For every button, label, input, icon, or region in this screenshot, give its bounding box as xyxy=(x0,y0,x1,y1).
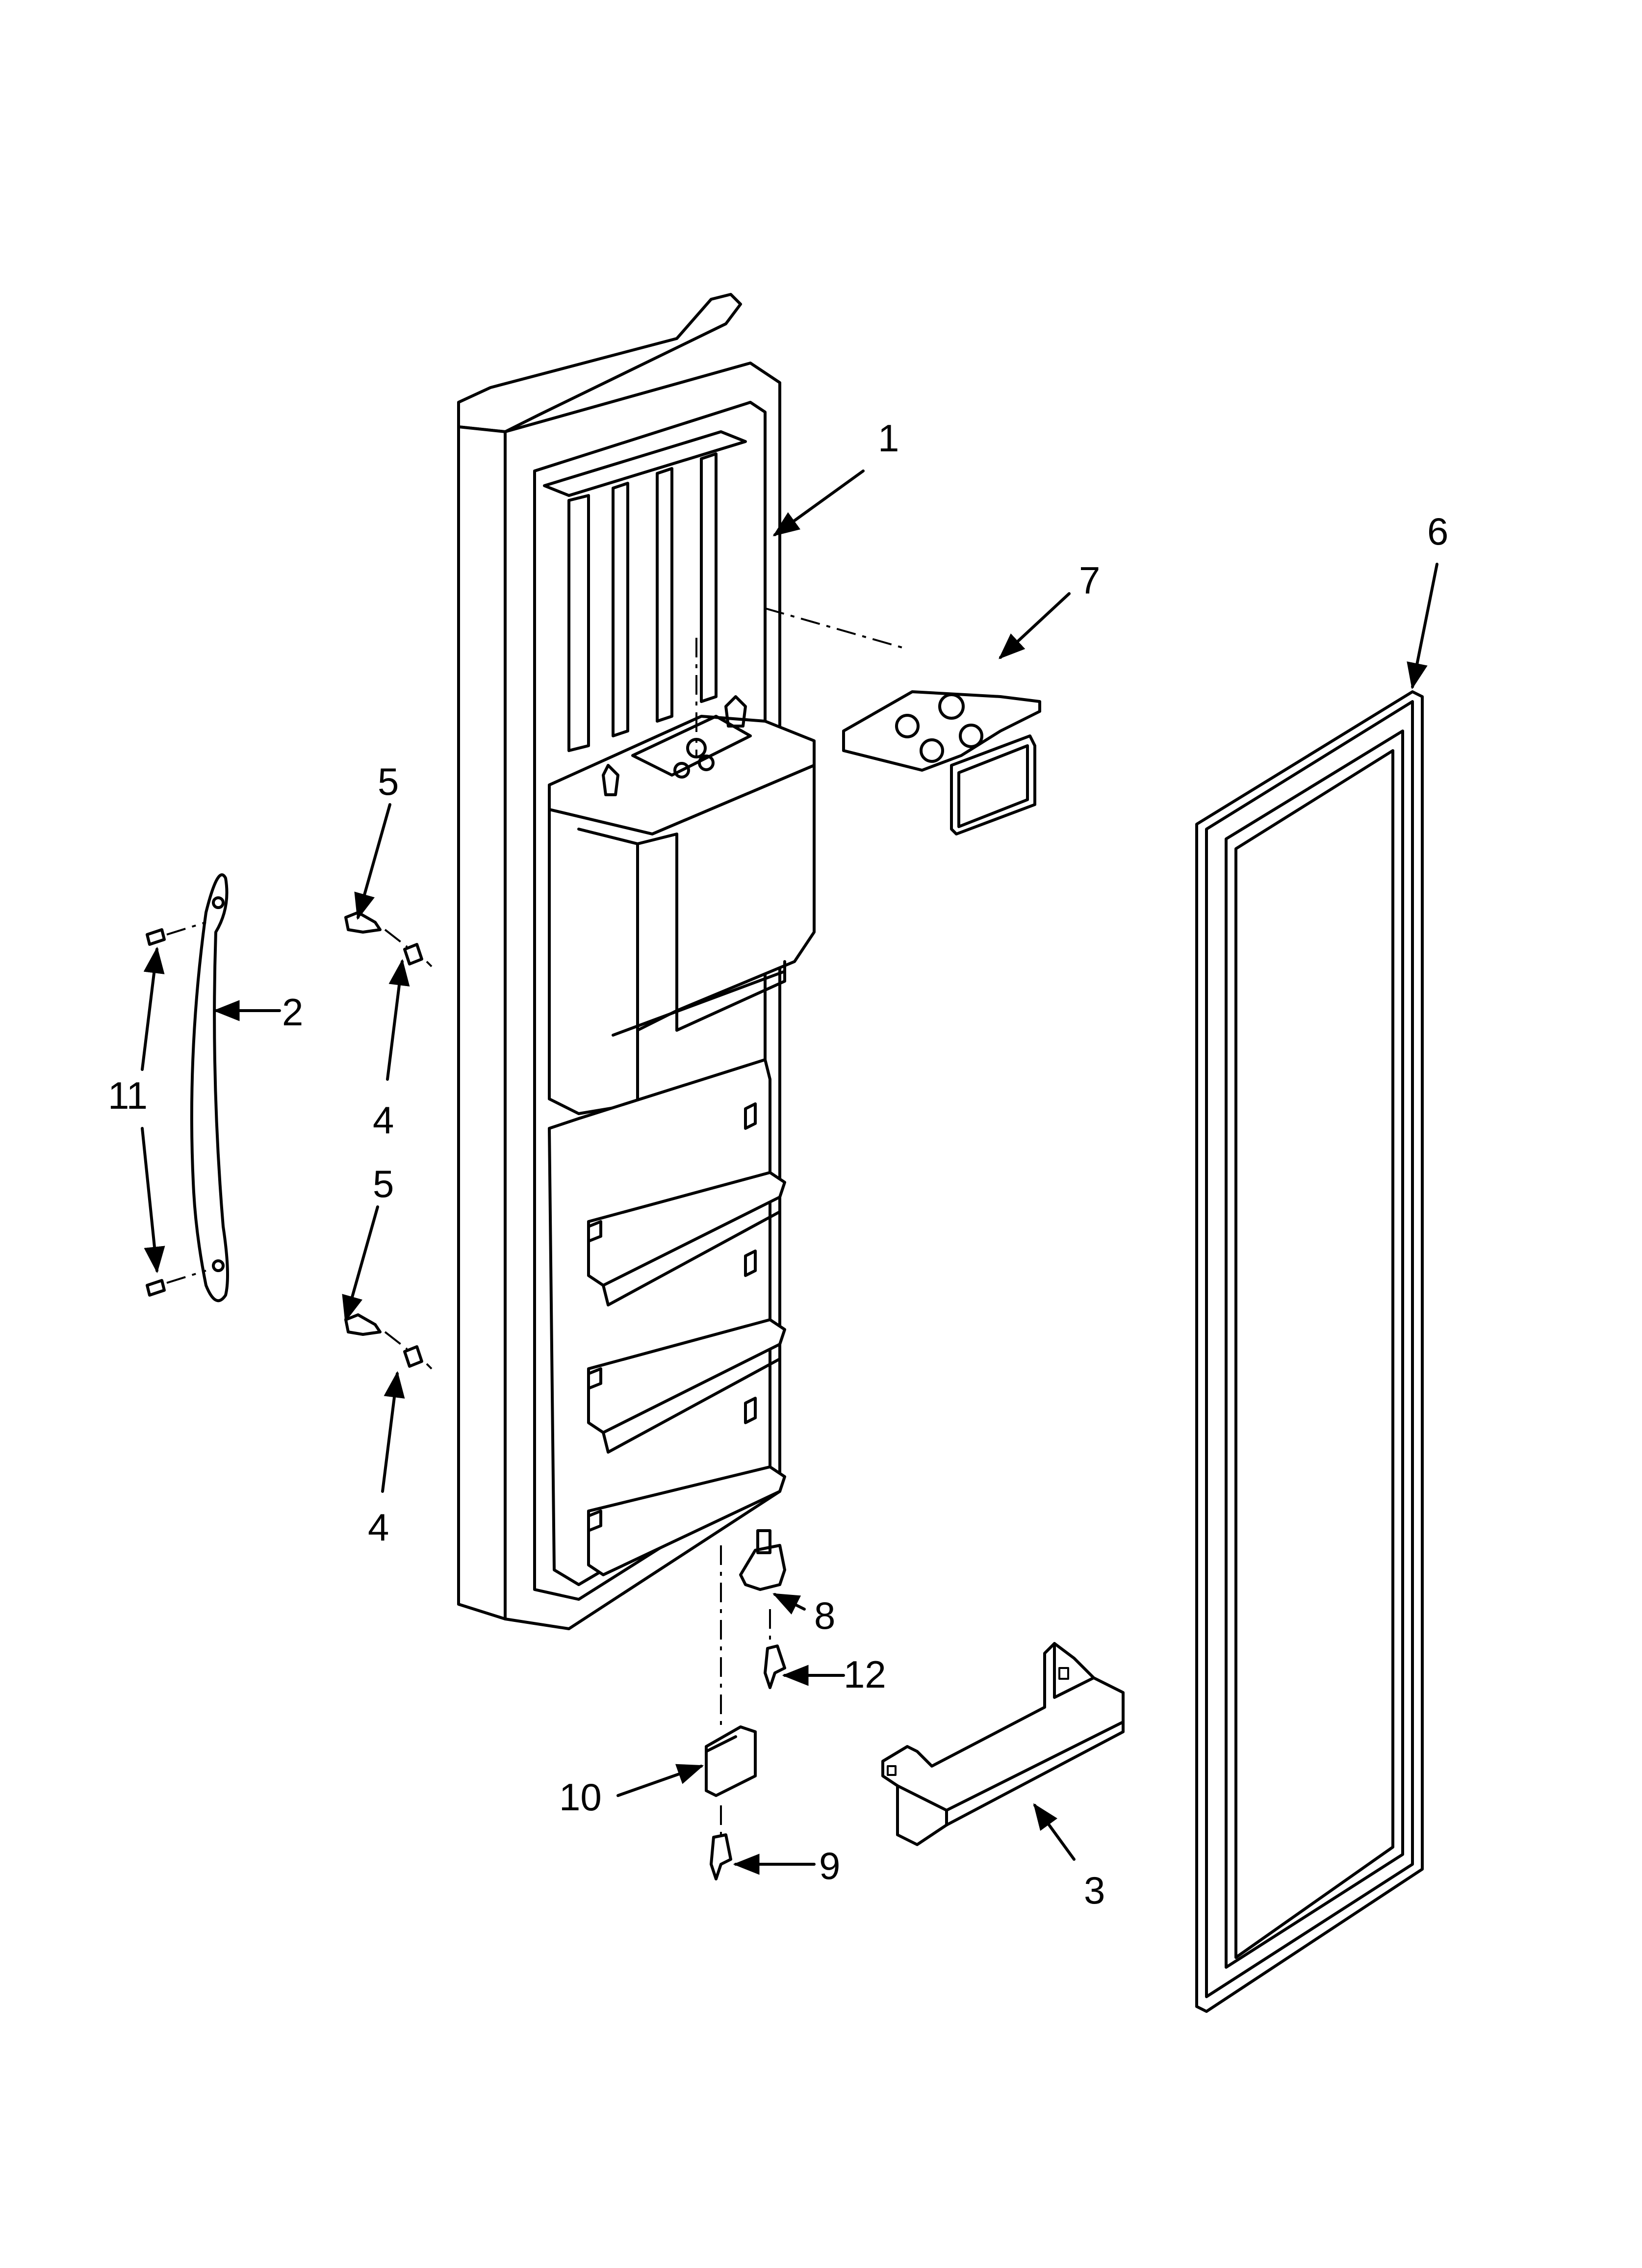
callout-4-upper: 4 xyxy=(373,1098,394,1142)
callout-11: 11 xyxy=(108,1074,148,1117)
door-bin-part xyxy=(881,1642,1125,1846)
door-gasket-part xyxy=(1195,690,1424,2013)
callout-10: 10 xyxy=(559,1775,602,1819)
callout-5-upper: 5 xyxy=(378,760,399,803)
bottom-bracket-part xyxy=(705,1545,757,1835)
spacer-lower-part xyxy=(403,1345,433,1370)
handle-screw-lower-part xyxy=(146,1270,206,1297)
handle-screw-upper-part xyxy=(146,921,206,946)
bottom-screw-part xyxy=(710,1833,732,1880)
callout-5-lower: 5 xyxy=(373,1162,394,1205)
door-panel-part xyxy=(457,293,816,1630)
callout-2: 2 xyxy=(282,991,303,1034)
screw-lower-part xyxy=(344,1313,408,1350)
assembly-line-7 xyxy=(765,607,903,649)
dispenser-bracket-part xyxy=(842,690,1041,835)
callout-4-lower: 4 xyxy=(368,1506,389,1549)
leader-lines xyxy=(141,469,1438,1875)
screw-upper-part xyxy=(344,911,408,948)
callout-1: 1 xyxy=(878,417,899,460)
callout-7: 7 xyxy=(1079,559,1100,602)
hinge-pin-part xyxy=(739,1529,786,1643)
callout-12: 12 xyxy=(844,1653,886,1696)
door-handle-part xyxy=(190,873,229,1303)
callout-6: 6 xyxy=(1427,510,1448,553)
callout-3: 3 xyxy=(1084,1869,1105,1912)
callout-9: 9 xyxy=(819,1844,840,1887)
hinge-screw-part xyxy=(764,1644,786,1689)
callout-8: 8 xyxy=(814,1594,835,1637)
spacer-upper-part xyxy=(403,943,433,967)
